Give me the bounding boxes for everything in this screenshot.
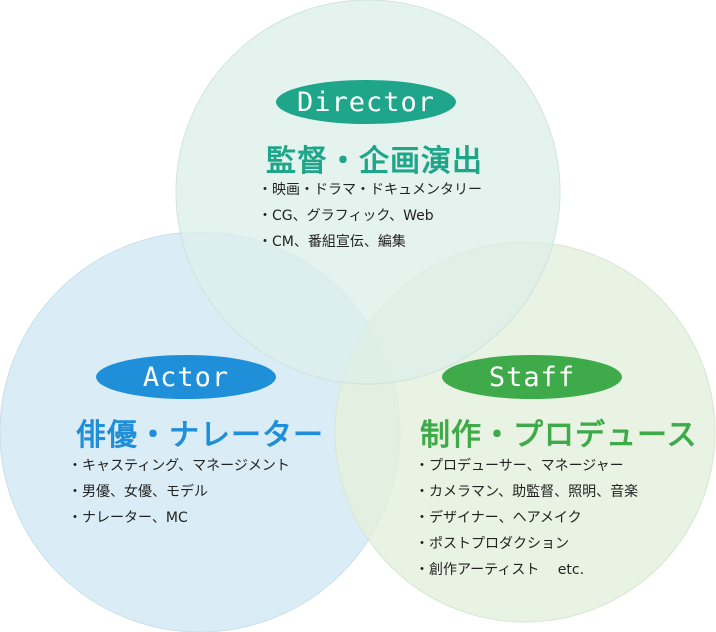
actor-list: キャスティング、マネージメント 男優、女優、モデル ナレーター、MC [68,453,290,531]
actor-label: Actor [142,361,230,393]
list-item: プロデューサー、マネージャー [415,453,638,479]
list-item: ポストプロダクション [415,531,638,557]
list-item: CG、グラフィック、Web [258,203,482,229]
actor-badge: Actor [96,355,276,399]
staff-list: プロデューサー、マネージャー カメラマン、助監督、照明、音楽 デザイナー、ヘアメ… [415,453,638,583]
list-item: デザイナー、ヘアメイク [415,505,638,531]
list-item: ナレーター、MC [68,505,290,531]
director-title: 監督・企画演出 [266,144,483,179]
list-item: 創作アーティスト etc. [415,557,638,583]
actor-title: 俳優・ナレーター [76,418,324,453]
list-item: 映画・ドラマ・ドキュメンタリー [258,177,482,203]
director-label: Director [296,86,436,118]
list-item: カメラマン、助監督、照明、音楽 [415,479,638,505]
staff-badge: Staff [442,355,622,399]
list-item: CM、番組宣伝、編集 [258,229,482,255]
director-badge: Director [276,80,456,124]
staff-title: 制作・プロデュース [420,418,698,453]
director-list: 映画・ドラマ・ドキュメンタリー CG、グラフィック、Web CM、番組宣伝、編集 [258,177,482,255]
list-item: 男優、女優、モデル [68,479,290,505]
list-item: キャスティング、マネージメント [68,453,290,479]
staff-label: Staff [488,361,576,393]
